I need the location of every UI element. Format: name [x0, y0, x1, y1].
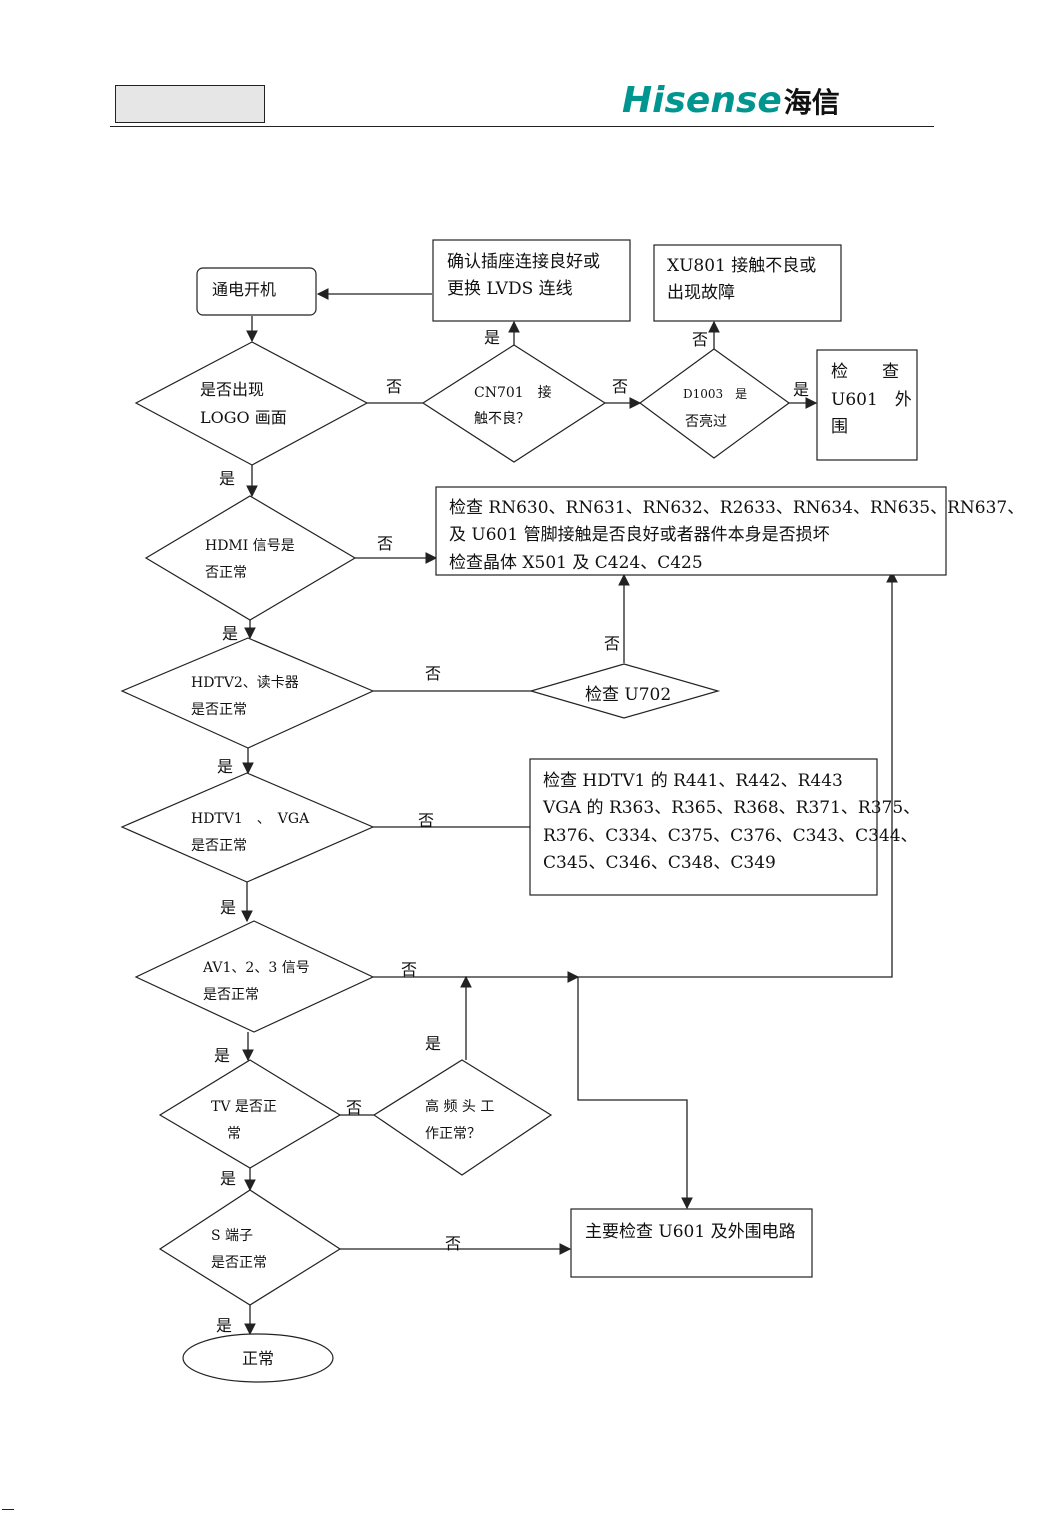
- label-yes: 是: [484, 328, 500, 347]
- svg-text:是否正常: 是否正常: [203, 987, 259, 1003]
- decision-d1003: D1003 是 否亮过: [638, 348, 791, 459]
- decision-hdmi: HDMI 信号是 否正常: [144, 495, 357, 621]
- label-no: 否: [445, 1234, 461, 1253]
- branch-labels: 是 否 否 否 是 是 否 是 否 否 是 否 是 否 是 是 否 是 否 是: [214, 328, 809, 1335]
- svg-text:检查 U702: 检查 U702: [585, 685, 671, 705]
- svg-text:HDTV1 、 VGA: HDTV1 、 VGA: [191, 811, 310, 827]
- label-yes: 是: [214, 1046, 230, 1065]
- start-text: 通电开机: [212, 280, 276, 299]
- node-box-main: 主要检查 U601 及外围电路: [570, 1208, 813, 1278]
- svg-text:检 查: 检 查: [831, 362, 899, 382]
- label-no: 否: [386, 377, 402, 396]
- svg-text:XU801 接触不良或: XU801 接触不良或: [667, 256, 816, 276]
- label-no: 否: [401, 960, 417, 979]
- node-start: 通电开机: [196, 267, 317, 316]
- svg-text:AV1、2、3 信号: AV1、2、3 信号: [202, 960, 310, 976]
- svg-text:常: 常: [227, 1126, 241, 1142]
- svg-text:CN701 接: CN701 接: [474, 384, 552, 401]
- label-no: 否: [346, 1098, 362, 1117]
- decision-av: AV1、2、3 信号 是否正常: [134, 920, 375, 1033]
- label-yes: 是: [217, 757, 233, 776]
- label-no: 否: [604, 634, 620, 653]
- hisense-logo: Hisense海信: [622, 80, 840, 121]
- label-yes: 是: [220, 1169, 236, 1188]
- svg-text:否亮过: 否亮过: [685, 413, 727, 430]
- svg-text:主要检查 U601 及外围电路: 主要检查 U601 及外围电路: [585, 1222, 796, 1242]
- svg-text:R376、C334、C375、C376、C343、C344、: R376、C334、C375、C376、C343、C344、: [543, 826, 918, 846]
- svg-text:HDMI 信号是: HDMI 信号是: [205, 538, 295, 554]
- connectors: [241, 288, 898, 1336]
- label-yes: 是: [222, 624, 238, 643]
- node-end: 正常: [182, 1333, 334, 1383]
- decision-logo: 是否出现 LOGO 画面: [134, 341, 369, 466]
- svg-text:HDTV2、读卡器: HDTV2、读卡器: [191, 674, 299, 691]
- node-box-xu801: XU801 接触不良或 出现故障: [653, 244, 842, 322]
- svg-text:确认插座连接良好或: 确认插座连接良好或: [447, 252, 600, 272]
- svg-text:VGA 的 R363、R365、R368、R371、R375: VGA 的 R363、R365、R368、R371、R375、: [542, 798, 920, 818]
- svg-text:D1003 是: D1003 是: [683, 387, 747, 401]
- label-no: 否: [377, 534, 393, 553]
- decision-s-terminal: S 端子 是否正常: [158, 1189, 342, 1306]
- svg-text:及 U601 管脚接触是否良好或者器件本身是否损坏: 及 U601 管脚接触是否良好或者器件本身是否损坏: [449, 525, 830, 545]
- decision-hdtv1: HDTV1 、 VGA 是否正常: [120, 772, 375, 883]
- page-corner-mark: [2, 1509, 14, 1510]
- logo-english: Hisense: [622, 80, 782, 121]
- svg-text:是否出现: 是否出现: [200, 380, 264, 399]
- header-rule: [110, 126, 934, 127]
- header-gray-box: [115, 85, 265, 123]
- svg-text:C345、C346、C348、C349: C345、C346、C348、C349: [543, 853, 776, 873]
- label-no: 否: [418, 811, 434, 830]
- label-yes: 是: [216, 1316, 232, 1335]
- decision-tv: TV 是否正 常: [158, 1059, 342, 1169]
- svg-text:出现故障: 出现故障: [667, 283, 735, 303]
- svg-text:检查晶体 X501 及 C424、C425: 检查晶体 X501 及 C424、C425: [449, 553, 703, 573]
- node-box-lvds: 确认插座连接良好或 更换 LVDS 连线: [432, 239, 631, 322]
- svg-text:更换 LVDS 连线: 更换 LVDS 连线: [447, 279, 573, 299]
- label-no: 否: [692, 330, 708, 349]
- svg-text:检查 RN630、RN631、RN632、R2633、RN6: 检查 RN630、RN631、RN632、R2633、RN634、RN635、R…: [449, 498, 1024, 518]
- svg-text:是否正常: 是否正常: [191, 838, 247, 854]
- decision-tuner: 高 频 头 工 作正常？: [372, 1059, 553, 1176]
- svg-text:高 频 头 工: 高 频 头 工: [425, 1098, 494, 1115]
- node-box-hdtv1: 检查 HDTV1 的 R441、R442、R443 VGA 的 R363、R36…: [529, 758, 920, 896]
- label-yes: 是: [793, 380, 809, 399]
- node-box-u601: 检 查 U601 外 围: [816, 349, 918, 461]
- svg-text:正常: 正常: [242, 1349, 274, 1368]
- svg-text:否正常: 否正常: [205, 565, 247, 581]
- decision-hdtv2: HDTV2、读卡器 是否正常: [120, 637, 375, 749]
- svg-text:是否正常: 是否正常: [191, 702, 247, 718]
- svg-text:作正常？: 作正常？: [425, 1126, 481, 1142]
- label-yes: 是: [219, 469, 235, 488]
- node-box-rn: 检查 RN630、RN631、RN632、R2633、RN634、RN635、R…: [435, 486, 1024, 576]
- svg-text:LOGO 画面: LOGO 画面: [200, 408, 287, 427]
- svg-text:检查 HDTV1 的 R441、R442、R443: 检查 HDTV1 的 R441、R442、R443: [543, 771, 843, 791]
- label-yes: 是: [220, 898, 236, 917]
- decision-u702: 检查 U702: [528, 663, 721, 719]
- label-no: 否: [425, 664, 441, 683]
- svg-text:是否正常: 是否正常: [211, 1255, 267, 1271]
- svg-text:U601 外: U601 外: [831, 390, 912, 410]
- svg-text:TV 是否正: TV 是否正: [211, 1099, 277, 1115]
- label-no: 否: [612, 377, 628, 396]
- svg-text:S 端子: S 端子: [211, 1228, 253, 1244]
- logo-chinese: 海信: [783, 86, 840, 119]
- svg-text:围: 围: [831, 417, 848, 437]
- decision-cn701: CN701 接 触不良？: [421, 344, 607, 463]
- label-yes: 是: [425, 1034, 441, 1053]
- svg-text:触不良？: 触不良？: [474, 411, 530, 427]
